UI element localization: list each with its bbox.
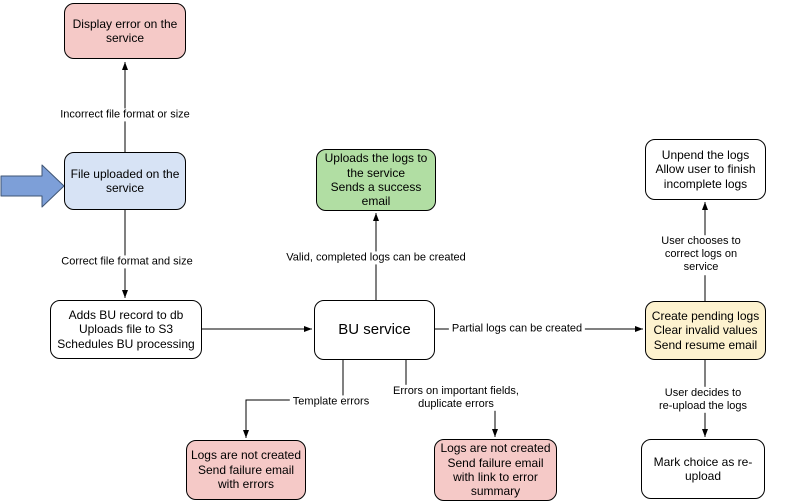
edge-label-valid-logs: Valid, completed logs can be created bbox=[283, 251, 469, 265]
node-file-uploaded-label: File uploaded on the service bbox=[70, 166, 180, 195]
node-fail-field-errors: Logs are not created Send failure email … bbox=[434, 439, 557, 501]
node-uploads-logs-success: Uploads the logs to the service Sends a … bbox=[316, 149, 436, 211]
edge-label-correct-format: Correct file format and size bbox=[58, 255, 196, 269]
node-display-error-label: Display error on the service bbox=[72, 16, 178, 45]
node-create-pending-logs: Create pending logs Clear invalid values… bbox=[645, 301, 766, 360]
edge-label-incorrect-format: Incorrect file format or size bbox=[57, 108, 193, 122]
node-uploads-logs-success-label: Uploads the logs to the service Sends a … bbox=[324, 151, 428, 209]
node-unpend-logs-label: Unpend the logs Allow user to finish inc… bbox=[655, 147, 756, 191]
node-mark-reupload: Mark choice as re- upload bbox=[641, 439, 765, 499]
edge-label-user-chooses-correct: User chooses to correct logs on service bbox=[651, 235, 751, 275]
node-display-error: Display error on the service bbox=[64, 3, 186, 59]
edge-label-user-reuploads: User decides to re-upload the logs bbox=[654, 386, 752, 414]
node-adds-bu-record: Adds BU record to db Uploads file to S3 … bbox=[50, 300, 202, 359]
start-arrow-icon bbox=[0, 164, 65, 208]
edge-label-field-errors: Errors on important fields, duplicate er… bbox=[390, 384, 522, 412]
node-fail-template-errors: Logs are not created Send failure email … bbox=[186, 440, 306, 500]
node-adds-bu-record-label: Adds BU record to db Uploads file to S3 … bbox=[57, 307, 195, 351]
node-bu-service: BU service bbox=[314, 300, 435, 360]
node-unpend-logs: Unpend the logs Allow user to finish inc… bbox=[645, 139, 766, 200]
node-fail-template-errors-label: Logs are not created Send failure email … bbox=[190, 448, 302, 492]
edge-label-partial-logs: Partial logs can be created bbox=[448, 322, 586, 336]
edge-label-template-errors: Template errors bbox=[289, 395, 373, 409]
node-bu-service-label: BU service bbox=[338, 321, 411, 338]
node-file-uploaded: File uploaded on the service bbox=[64, 152, 186, 210]
node-fail-field-errors-label: Logs are not created Send failure email … bbox=[440, 441, 551, 499]
node-create-pending-logs-label: Create pending logs Clear invalid values… bbox=[651, 308, 760, 352]
node-mark-reupload-label: Mark choice as re- upload bbox=[653, 454, 753, 483]
